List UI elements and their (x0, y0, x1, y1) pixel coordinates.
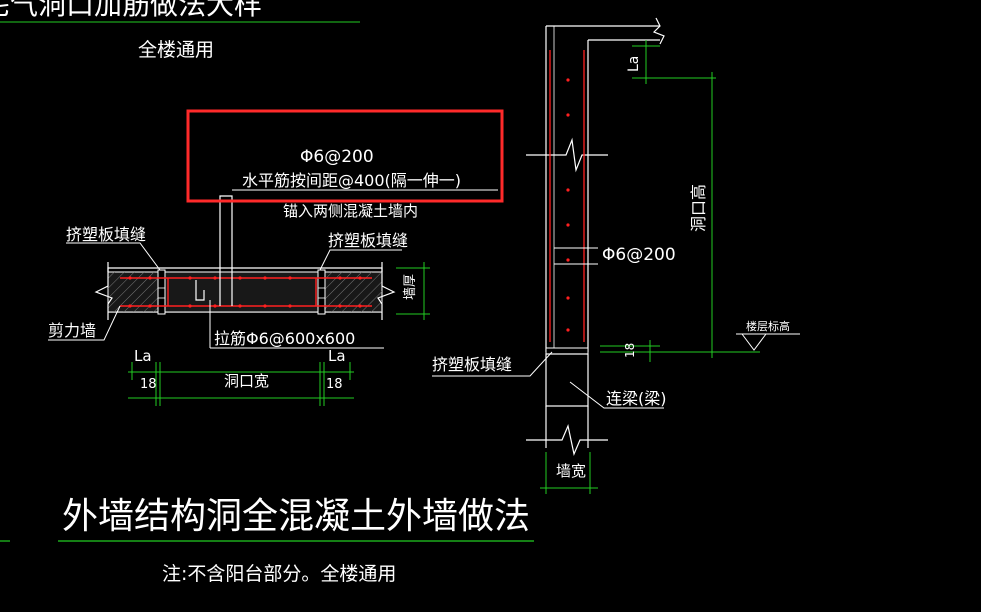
tie-bar-label: 拉筋Φ6@600x600 (214, 329, 355, 348)
opening-height-dimension: 洞口高 (600, 72, 760, 358)
shear-wall-label: 剪力墙 (48, 321, 96, 340)
floor-level-marker: 楼层标高 (736, 319, 800, 351)
la-label-right: La (328, 347, 346, 365)
wall-thickness-dimension: 墙厚 (396, 262, 430, 320)
foam-fill-label-right: 挤塑板填缝 (328, 231, 408, 250)
main-title: 外墙结构洞全混凝土外墙做法 (62, 496, 530, 537)
section-la-dimension: La (626, 40, 716, 84)
opening-width-label: 洞口宽 (224, 372, 269, 390)
section-rebar-dots (566, 78, 570, 332)
section-rebar-spacing: Φ6@200 (602, 245, 676, 265)
footer-note: 注:不含阳台部分。全楼通用 (162, 563, 396, 585)
header: 宅气洞口加筋做法大样 全楼通用 (0, 0, 360, 61)
wall-thickness-label: 墙厚 (403, 274, 418, 300)
footer: 外墙结构洞全混凝土外墙做法 注:不含阳台部分。全楼通用 (0, 496, 534, 585)
anchor-note: 锚入两侧混凝土墙内 (283, 202, 418, 220)
wall-width-dimension: 墙宽 (540, 452, 598, 494)
section-coupling-beam (545, 353, 589, 407)
plan-leader-foam-right (319, 249, 402, 271)
plan-leader-shear-wall (48, 305, 121, 341)
section-dim-18: 18 (623, 343, 637, 358)
plan-left-foam-strip (157, 269, 166, 315)
section-middle-break (526, 137, 608, 173)
section-18-dimension: 18 (600, 340, 660, 362)
section-foam-label: 挤塑板填缝 (432, 355, 512, 374)
opening-width-dimension: La La 18 18 洞口宽 (128, 347, 354, 406)
plan-detail: Φ6@200 水平筋按间距@400(隔一伸一) 锚入两侧混凝土墙内 挤塑板填缝 … (48, 109, 504, 406)
plan-rebar-dots (128, 276, 362, 308)
highlight-horizontal-bar-note: 水平筋按间距@400(隔一伸一) (242, 171, 461, 190)
coupling-beam-label: 连梁(梁) (606, 389, 667, 408)
la-label-left: La (134, 347, 152, 365)
section-leader-beam (569, 381, 664, 409)
plan-leader-foam-left (66, 242, 161, 271)
section-detail: La 洞口高 18 楼层标高 Φ6@200 挤塑板填缝 连梁(梁) (432, 17, 800, 494)
highlight-rebar-spacing: Φ6@200 (300, 147, 374, 167)
plan-tie-bar (195, 280, 205, 301)
section-leader-foam (432, 351, 553, 377)
plan-left-break-line (94, 262, 113, 320)
section-foam-strip (545, 347, 589, 355)
header-title-fragment: 宅气洞口加筋做法大样 (0, 0, 262, 21)
plan-leader-anchor (219, 195, 233, 306)
plan-right-foam-strip (317, 269, 326, 315)
floor-level-label: 楼层标高 (746, 319, 790, 333)
section-bottom-break (526, 424, 608, 456)
dim-18-left: 18 (140, 377, 157, 392)
foam-fill-label-left: 挤塑板填缝 (66, 225, 146, 244)
highlight-box (186, 109, 504, 203)
section-la-label: La (626, 56, 642, 72)
opening-height-label: 洞口高 (689, 184, 708, 232)
dim-18-right: 18 (326, 377, 343, 392)
section-top-break (652, 17, 665, 45)
plan-right-break-line (377, 262, 396, 320)
wall-width-label: 墙宽 (556, 462, 586, 480)
scope-note: 全楼通用 (138, 39, 214, 61)
